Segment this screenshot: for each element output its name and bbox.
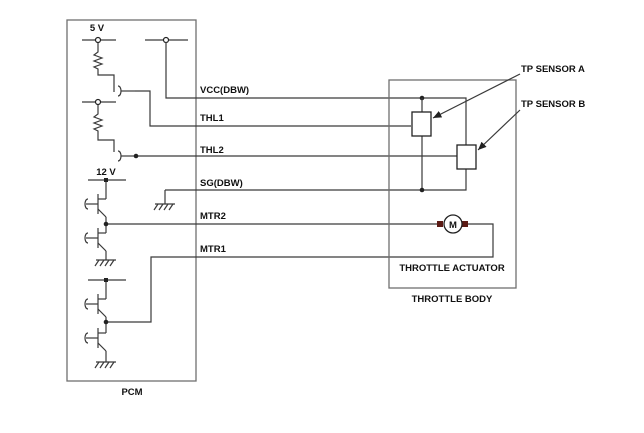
wire-vcc — [165, 42, 467, 145]
signal-vcc-label: VCC(DBW) — [200, 85, 249, 96]
tp-sensor-b-label: TP SENSOR B — [521, 99, 585, 110]
sensor-b-arrow — [477, 109, 521, 151]
wire-thl1 — [135, 90, 411, 127]
signal-mtr2-label: MTR2 — [200, 211, 226, 222]
sensor-a-arrow — [432, 73, 521, 119]
resistor-icon — [92, 105, 115, 152]
motor-icon — [437, 214, 468, 234]
supply-terminal-icon — [82, 36, 116, 44]
supply-terminal-icon — [82, 98, 116, 106]
motor-symbol: M — [449, 220, 457, 231]
ground-icon — [94, 361, 116, 369]
signal-thl1-label: THL1 — [200, 113, 224, 124]
throttle-body-box — [388, 79, 517, 289]
switch-contact — [117, 150, 135, 162]
ground-icon — [94, 259, 116, 267]
ground-icon — [153, 190, 175, 211]
transistor-icon — [84, 324, 107, 362]
resistor-icon — [92, 43, 115, 92]
signal-mtr1-label: MTR1 — [200, 244, 227, 255]
wire-sg — [165, 169, 467, 191]
potentiometer-icon — [411, 111, 432, 137]
potentiometer-icon — [456, 144, 477, 170]
throttle-body-label: THROTTLE BODY — [412, 294, 493, 305]
supply-12v-label: 12 V — [96, 167, 116, 178]
transistor-icon — [84, 282, 107, 324]
signal-sg-label: SG(DBW) — [200, 178, 243, 189]
supply-terminal-icon — [88, 178, 126, 182]
pcm-label: PCM — [121, 387, 142, 398]
throttle-actuator-label: THROTTLE ACTUATOR — [399, 263, 505, 274]
transistor-icon — [84, 224, 107, 260]
supply-terminal-icon — [145, 36, 188, 44]
wire-mtr1 — [106, 223, 494, 323]
transistor-icon — [84, 182, 107, 224]
pcm-box — [66, 19, 197, 382]
signal-thl2-label: THL2 — [200, 145, 224, 156]
tp-sensor-a-label: TP SENSOR A — [521, 64, 585, 75]
switch-contact — [117, 85, 135, 97]
supply-5v-label: 5 V — [90, 23, 105, 34]
